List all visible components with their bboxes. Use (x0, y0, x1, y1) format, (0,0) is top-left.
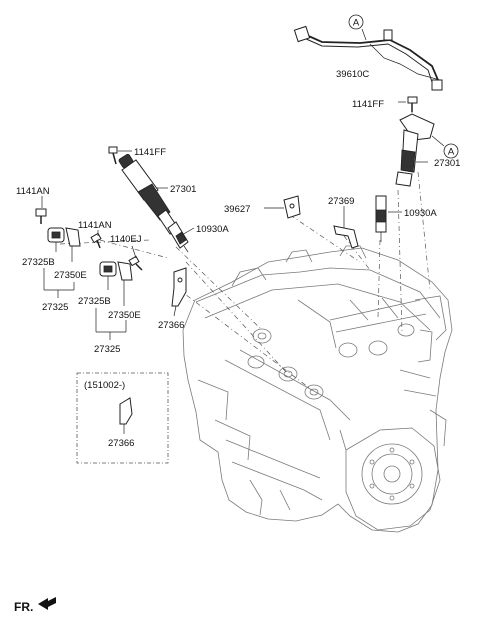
label-27325b-upper: 27325B (22, 257, 55, 268)
wiring-harness-part[interactable] (293, 25, 443, 91)
sensor-27325b-upper-part[interactable] (47, 227, 65, 243)
installation-guide-lines (59, 108, 431, 391)
variant-box (76, 372, 169, 464)
spark-plug-right-part[interactable] (375, 195, 387, 242)
label-27325b-lower: 27325B (78, 296, 111, 307)
label-1141ff-right: 1141FF (352, 99, 384, 110)
label-1140ej: 1140EJ (110, 234, 142, 245)
bracket-27350e-upper-part[interactable] (65, 227, 81, 247)
bolt-1141ff-left-part[interactable] (108, 146, 118, 165)
label-27325-lower: 27325 (94, 344, 120, 355)
spark-plug-left-part[interactable] (167, 221, 189, 253)
label-1141an-upper: 1141AN (16, 186, 50, 197)
bracket-27369-part[interactable] (333, 225, 359, 249)
bolt-1141an-lower-part[interactable] (90, 232, 102, 249)
label-27325-upper: 27325 (42, 302, 68, 313)
bracket-27350e-lower-part[interactable] (117, 261, 133, 281)
label-27369: 27369 (328, 196, 354, 207)
label-27301-right: 27301 (434, 158, 460, 169)
label-27366: 27366 (158, 320, 184, 331)
label-27366-variant: 27366 (108, 438, 134, 449)
label-27301-left: 27301 (170, 184, 196, 195)
svg-text:A: A (353, 18, 360, 29)
engine-block-drawing (182, 245, 453, 533)
label-10930a-right: 10930A (404, 208, 437, 219)
ignition-coil-left-part[interactable] (118, 153, 179, 235)
front-arrow-icon (38, 597, 56, 610)
label-10930a-left: 10930A (196, 224, 229, 235)
bracket-27366-variant-part[interactable] (119, 397, 133, 425)
fr-label: FR. (14, 600, 33, 614)
label-27350e-lower: 27350E (108, 310, 141, 321)
label-27350e-upper: 27350E (54, 270, 87, 281)
bolt-1141ff-right-part[interactable] (407, 96, 418, 112)
bolt-1140ej-part[interactable] (128, 255, 143, 271)
svg-text:A: A (448, 147, 455, 158)
bolt-1141an-upper-part[interactable] (35, 208, 47, 224)
part-labels: 39610C 1141FF 27301 1141FF 27301 39627 2… (16, 69, 460, 449)
bracket-27366-part[interactable] (171, 267, 187, 307)
label-1141an-lower: 1141AN (78, 220, 112, 231)
reference-marker-a-right: A (443, 143, 459, 159)
ignition-coil-right-part[interactable] (395, 113, 435, 187)
label-39627: 39627 (224, 204, 250, 215)
label-1141ff-left: 1141FF (134, 147, 166, 158)
label-variant-code: (151002-) (84, 380, 125, 391)
sensor-27325b-lower-part[interactable] (99, 261, 117, 277)
bracket-39627-part[interactable] (283, 195, 301, 219)
reference-marker-a-top: A (348, 14, 364, 30)
leader-lines (41, 28, 445, 434)
front-direction-indicator: FR. (14, 597, 56, 614)
label-39610c: 39610C (336, 69, 369, 80)
